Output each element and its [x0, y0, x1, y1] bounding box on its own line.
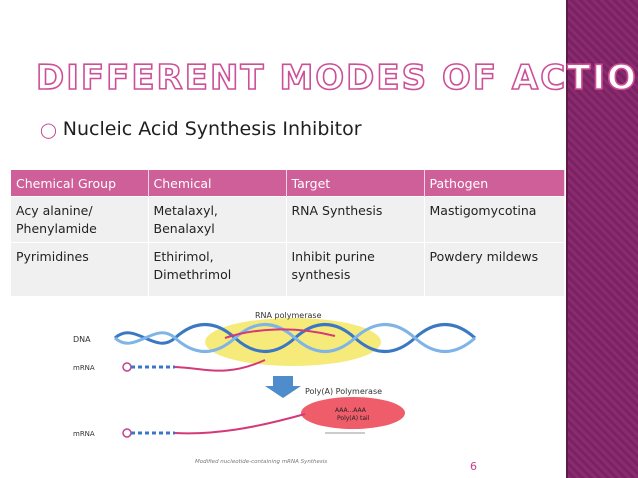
bullet-icon: ◯ [40, 121, 57, 139]
header-target: Target [286, 170, 425, 197]
decorative-sidebar [568, 0, 638, 478]
mrna-strand-1 [174, 359, 266, 372]
dna-label: DNA [73, 335, 91, 344]
polya-tail-label: Poly(A) tail [337, 415, 370, 422]
cell-chemical-group: Acy alanine/Phenylamide [11, 196, 149, 243]
header-pathogen: Pathogen [424, 170, 565, 197]
cell-chemical-group: Pyrimidines [11, 242, 149, 296]
table-row: Pyrimidines Ethirimol,Dimethrimol Inhibi… [11, 242, 565, 296]
bullet-point: ◯ Nucleic Acid Synthesis Inhibitor [40, 118, 362, 140]
mrna-label-1: mRNA [73, 364, 95, 372]
polya-polymerase-ellipse [301, 397, 405, 429]
mrna-synthesis-diagram: DNA RNA polymerase mRNA Poly(A) Polymera… [73, 311, 477, 465]
bullet-text: Nucleic Acid Synthesis Inhibitor [62, 118, 362, 140]
header-chemical: Chemical [148, 170, 287, 197]
table-row: Acy alanine/Phenylamide Metalaxyl,Benala… [11, 196, 565, 243]
cell-pathogen: Powdery mildews [424, 242, 565, 296]
cap-icon [122, 362, 132, 372]
cell-chemical: Ethirimol,Dimethrimol [148, 242, 287, 296]
down-arrow-icon [265, 376, 301, 398]
dna-strand-b [113, 323, 477, 353]
page-number: 6 [470, 460, 477, 473]
aaa-label: AAA...AAA [335, 407, 367, 414]
fungicide-table: Chemical Group Chemical Target Pathogen … [11, 170, 565, 296]
nascent-rna [224, 328, 336, 339]
mrna-strand-2 [174, 413, 306, 435]
header-chemical-group: Chemical Group [11, 170, 149, 197]
slide-title: Different Modes of Action [35, 57, 638, 99]
mrna-label-2: mRNA [73, 430, 95, 438]
diagram-caption: Modified nucleotide-containing mRNA Synt… [195, 459, 327, 465]
cell-chemical: Metalaxyl,Benalaxyl [148, 196, 287, 243]
rna-polymerase-label: RNA polymerase [255, 311, 322, 320]
cap-icon [122, 428, 132, 438]
polya-polymerase-label: Poly(A) Polymerase [305, 387, 382, 396]
table-header-row: Chemical Group Chemical Target Pathogen [11, 170, 565, 197]
cell-target: RNA Synthesis [286, 196, 425, 243]
cell-pathogen: Mastigomycotina [424, 196, 565, 243]
sidebar-edge [566, 0, 568, 478]
